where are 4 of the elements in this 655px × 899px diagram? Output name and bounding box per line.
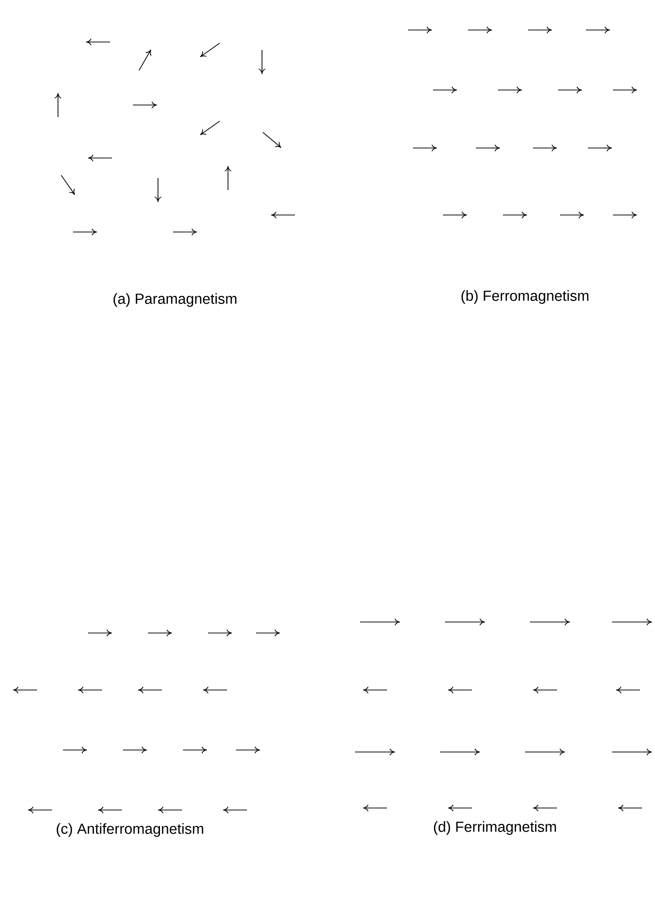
caption: (c) Antiferromagnetism bbox=[56, 823, 204, 837]
caption: (b) Ferromagnetism bbox=[462, 290, 588, 304]
caption: (a) Paramagnetism bbox=[114, 293, 236, 307]
caption: (d) Ferrimagnetism bbox=[434, 821, 556, 835]
